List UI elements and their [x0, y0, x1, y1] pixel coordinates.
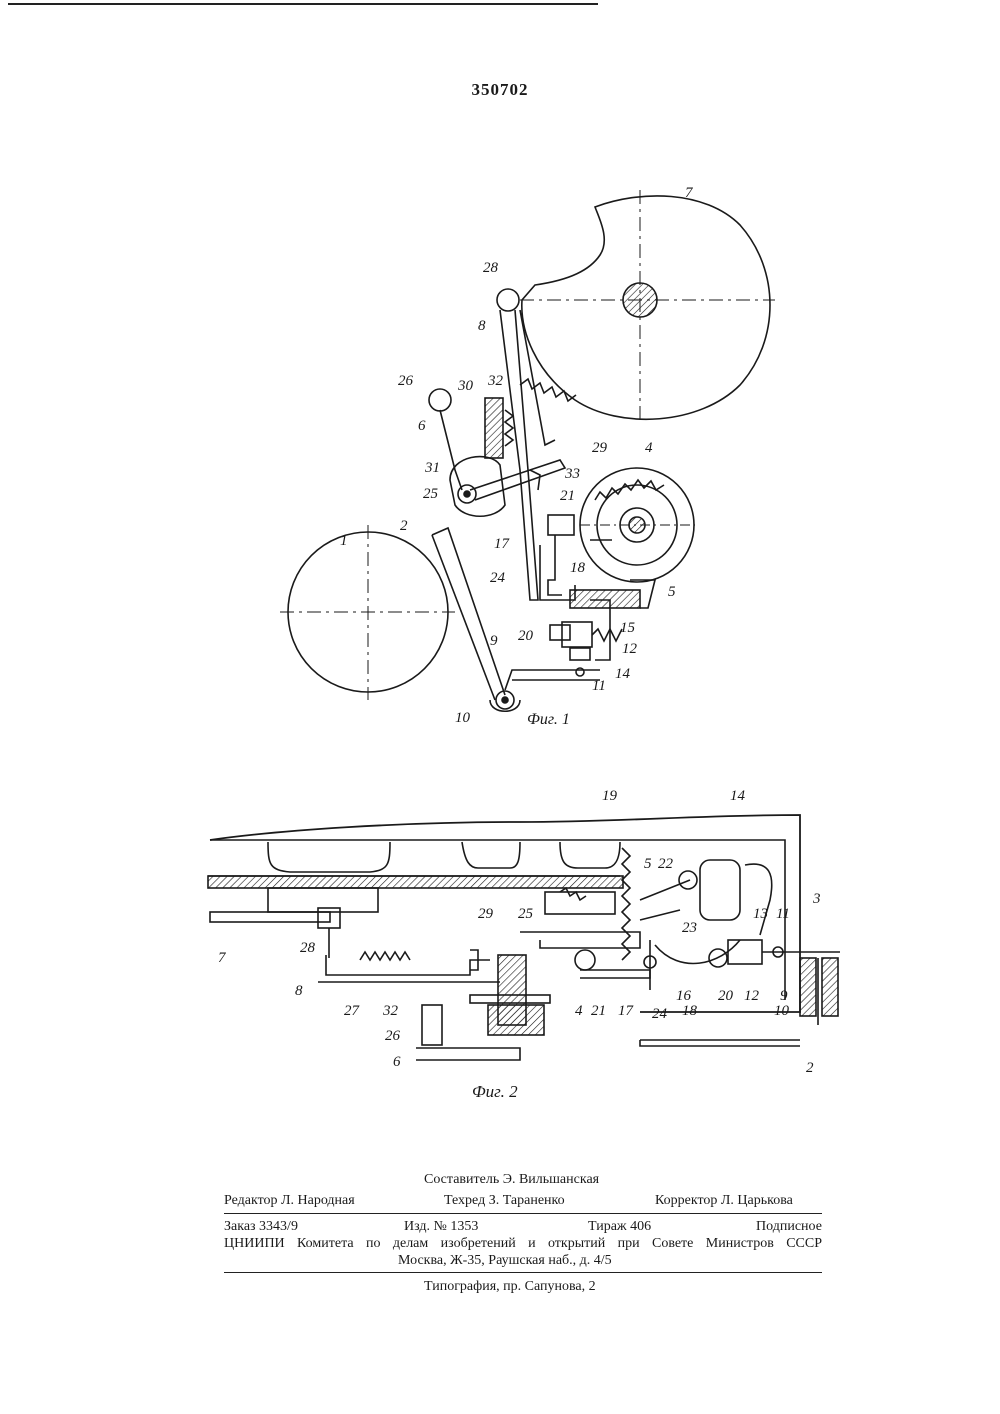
label-27: 27 [344, 1003, 361, 1019]
label-4: 4 [575, 1003, 583, 1019]
label-11: 11 [776, 906, 790, 922]
label-22: 22 [658, 856, 674, 872]
label-2: 2 [806, 1060, 814, 1076]
label-29: 29 [478, 906, 494, 922]
label-26: 26 [385, 1028, 401, 1044]
label-30: 30 [457, 378, 474, 394]
lever-6 [429, 389, 565, 516]
label-8: 8 [478, 318, 486, 334]
label-28: 28 [300, 940, 316, 956]
label-5: 5 [644, 856, 652, 872]
label-31: 31 [424, 460, 440, 476]
label-25: 25 [518, 906, 534, 922]
label-11: 11 [592, 678, 606, 694]
roller-1 [280, 525, 455, 700]
label-17: 17 [618, 1003, 635, 1019]
label-20: 20 [718, 988, 734, 1004]
label-21: 21 [560, 488, 575, 504]
label-28: 28 [483, 260, 499, 276]
label-7: 7 [218, 950, 227, 966]
label-20: 20 [518, 628, 534, 644]
label-14: 14 [615, 666, 631, 682]
label-18: 18 [570, 560, 586, 576]
label-4: 4 [645, 440, 653, 456]
label-6: 6 [393, 1054, 401, 1070]
wheel-4 [580, 468, 695, 582]
label-23: 23 [682, 920, 697, 936]
label-9: 9 [490, 633, 498, 649]
label-1: 1 [340, 533, 348, 549]
label-18: 18 [682, 1003, 698, 1019]
lever-2 [432, 528, 600, 711]
label-9: 9 [780, 988, 788, 1004]
lever-8 [497, 289, 576, 600]
label-5: 5 [668, 584, 676, 600]
label-24: 24 [652, 1006, 668, 1022]
label-2: 2 [400, 518, 408, 534]
label-8: 8 [295, 983, 303, 999]
label-26: 26 [398, 373, 414, 389]
figure-1-labels: 7 28 8 32 26 30 6 29 4 33 31 25 21 1 2 1… [340, 185, 694, 728]
label-19: 19 [602, 788, 618, 804]
label-21: 21 [591, 1003, 606, 1019]
label-3: 3 [812, 891, 821, 907]
label-6: 6 [418, 418, 426, 434]
label-33: 33 [564, 466, 580, 482]
figure-2 [208, 815, 840, 1060]
label-15: 15 [620, 620, 636, 636]
label-14: 14 [730, 788, 746, 804]
label-10: 10 [774, 1003, 790, 1019]
label-12: 12 [622, 641, 638, 657]
label-13: 13 [753, 906, 768, 922]
cam-7 [520, 190, 775, 420]
label-10: 10 [455, 710, 471, 726]
label-25: 25 [423, 486, 439, 502]
figure-1-caption: Фиг. 1 [527, 711, 570, 728]
figure-2-caption: Фиг. 2 [472, 1082, 518, 1101]
label-17: 17 [494, 536, 511, 552]
label-29: 29 [592, 440, 608, 456]
label-24: 24 [490, 570, 506, 586]
label-32: 32 [382, 1003, 399, 1019]
slider-assembly [540, 515, 655, 676]
label-32: 32 [487, 373, 504, 389]
label-7: 7 [685, 185, 694, 201]
label-12: 12 [744, 988, 760, 1004]
label-16: 16 [676, 988, 692, 1004]
